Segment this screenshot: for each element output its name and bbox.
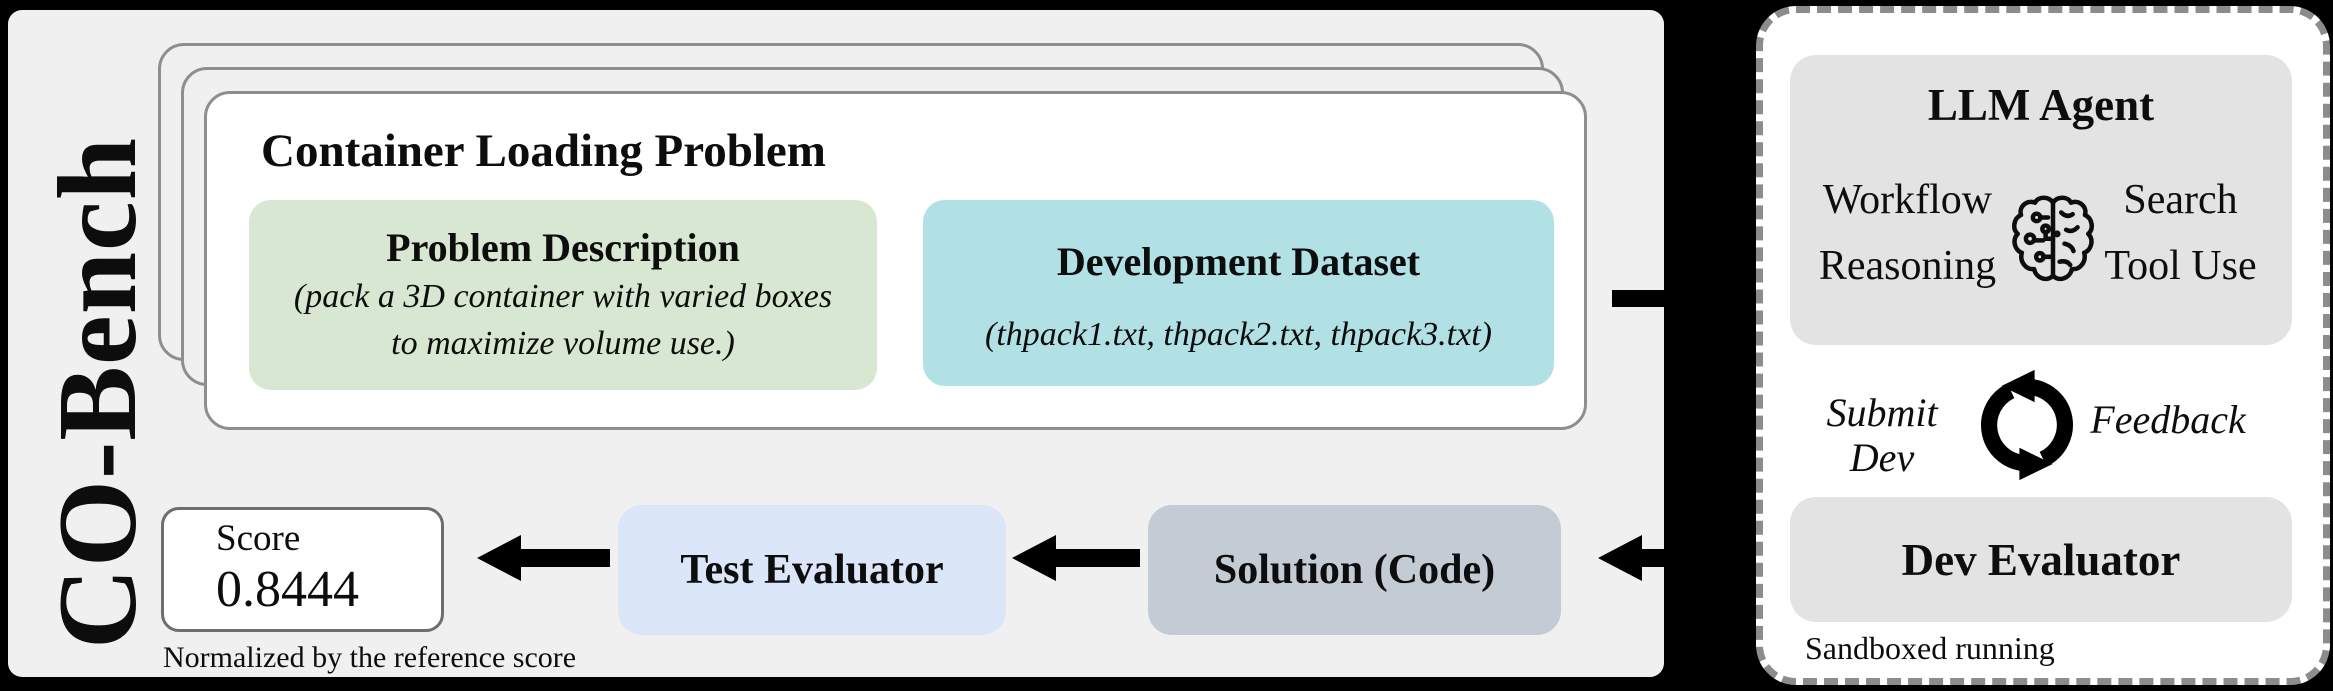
capability-workflow: Workflow [1822,177,1993,223]
score-box: Score 0.8444 [161,507,444,632]
co-bench-panel: CO-Bench Container Loading Problem Probl… [8,10,1664,677]
problem-description-title: Problem Description [386,225,740,270]
development-dataset-title: Development Dataset [1056,239,1421,284]
arrow-solution-to-test-icon [1012,535,1140,581]
feedback-label: Feedback [2090,397,2246,442]
score-label: Score [216,518,301,559]
development-dataset-files: (thpack1.txt, thpack2.txt, thpack3.txt) [985,316,1492,353]
problem-card: Container Loading Problem Problem Descri… [204,91,1587,430]
brain-icon [2012,195,2094,282]
arrow-agent-to-solution-icon [1598,535,1758,581]
co-bench-label: CO-Bench [36,137,160,649]
llm-capabilities-right: Search Tool Use [2078,167,2283,299]
solution-code-box: Solution (Code) [1148,505,1561,635]
problem-description-subtitle-line1: (pack a 3D container with varied boxes [293,278,833,315]
test-evaluator-box: Test Evaluator [618,505,1006,635]
submit-dev-label: Submit Dev [1782,390,1982,481]
llm-agent-title: LLM Agent [1927,80,2155,130]
capability-reasoning: Reasoning [1818,243,1997,289]
solution-code-label: Solution (Code) [1213,547,1496,593]
submit-dev-line2: Dev [1849,434,1915,480]
problem-description-subtitle: (pack a 3D container with varied boxes t… [294,274,832,368]
problem-description-subtitle-line2: to maximize volume use.) [391,324,735,362]
capability-tool-use: Tool Use [2104,243,2257,289]
cycle-arrows-icon [1981,369,2073,481]
submit-dev-line1: Submit [1826,390,1938,435]
problem-card-title: Container Loading Problem [261,125,826,177]
llm-capabilities-left: Workflow Reasoning [1805,167,2010,299]
score-caption: Normalized by the reference score [163,641,577,674]
agent-sandbox-panel: LLM Agent Workflow Reasoning Search Tool… [1756,6,2330,685]
arrow-test-to-score-icon [477,535,610,581]
score-value: 0.8444 [216,560,359,618]
dev-evaluator-box: Dev Evaluator [1790,497,2292,622]
capability-search: Search [2123,177,2238,223]
sandboxed-running-note: Sandboxed running [1805,630,2055,666]
development-dataset-box: Development Dataset (thpack1.txt, thpack… [923,200,1554,386]
llm-agent-box: LLM Agent Workflow Reasoning Search Tool… [1790,55,2292,345]
problem-description-box: Problem Description (pack a 3D container… [249,200,877,390]
connector-problem-to-agent [1612,290,1758,307]
dev-evaluator-label: Dev Evaluator [1901,534,2181,585]
test-evaluator-label: Test Evaluator [680,547,944,593]
